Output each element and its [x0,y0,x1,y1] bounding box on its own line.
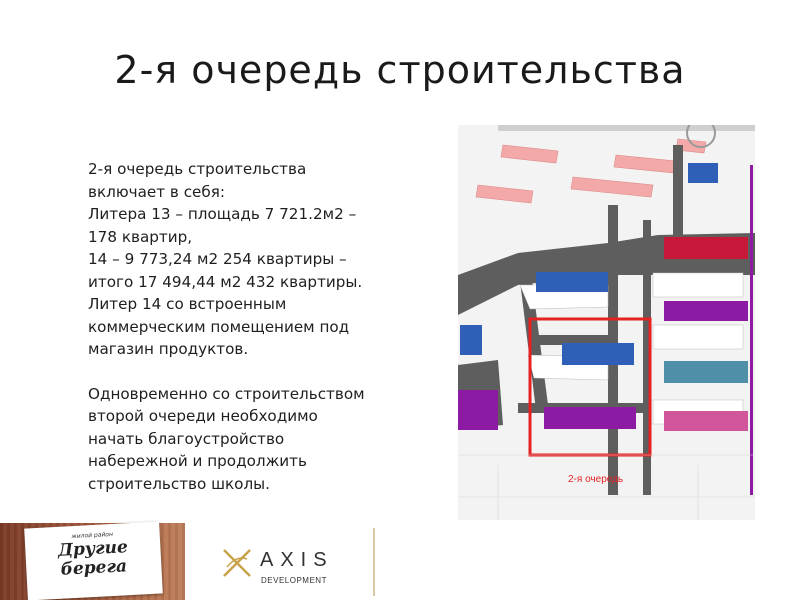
axis-brand: AXIS DEVELOPMENT [185,523,375,600]
site-plan-image: 2-я очередь [458,125,755,520]
paragraph-gap [88,361,460,383]
text-line: Литер 14 со встроенным [88,295,287,313]
description-text: 2-я очередь строительства включает в себ… [88,158,460,495]
buildings [536,163,748,431]
text-line: второй очереди необходимо [88,407,318,425]
text-line: коммерческим помещением под [88,317,350,336]
text-line: набережной и продолжить [88,452,307,470]
text-line: 14 – 9 773,24 м2 254 квартиры – [88,250,347,268]
text-line: Литера 13 – площадь 7 721.2м2 – [88,205,357,223]
brand-subtitle: DEVELOPMENT [261,576,327,585]
brand-name: AXIS [260,549,334,571]
phase-2-label: 2-я очередь [568,474,623,485]
text-line: 2-я очередь строительства [88,160,307,178]
district-logo: жилой район Другие берега [24,521,163,600]
text-line: магазин продуктов. [88,340,249,358]
axis-logo-icon [223,549,251,577]
text-line: строительство школы. [88,474,271,493]
slide-title: 2-я очередь строительства [114,48,686,92]
text-line: включает в себя: [88,182,226,201]
text-line: начать благоустройство [88,429,285,448]
text-line: 178 квартир, [88,227,193,246]
text-line: итого 17 494,44 м2 432 квартиры. [88,272,363,291]
site-plan-drawing: 2-я очередь [458,125,755,520]
footer-divider [373,528,375,596]
text-line: Одновременно со строительством [88,384,365,403]
